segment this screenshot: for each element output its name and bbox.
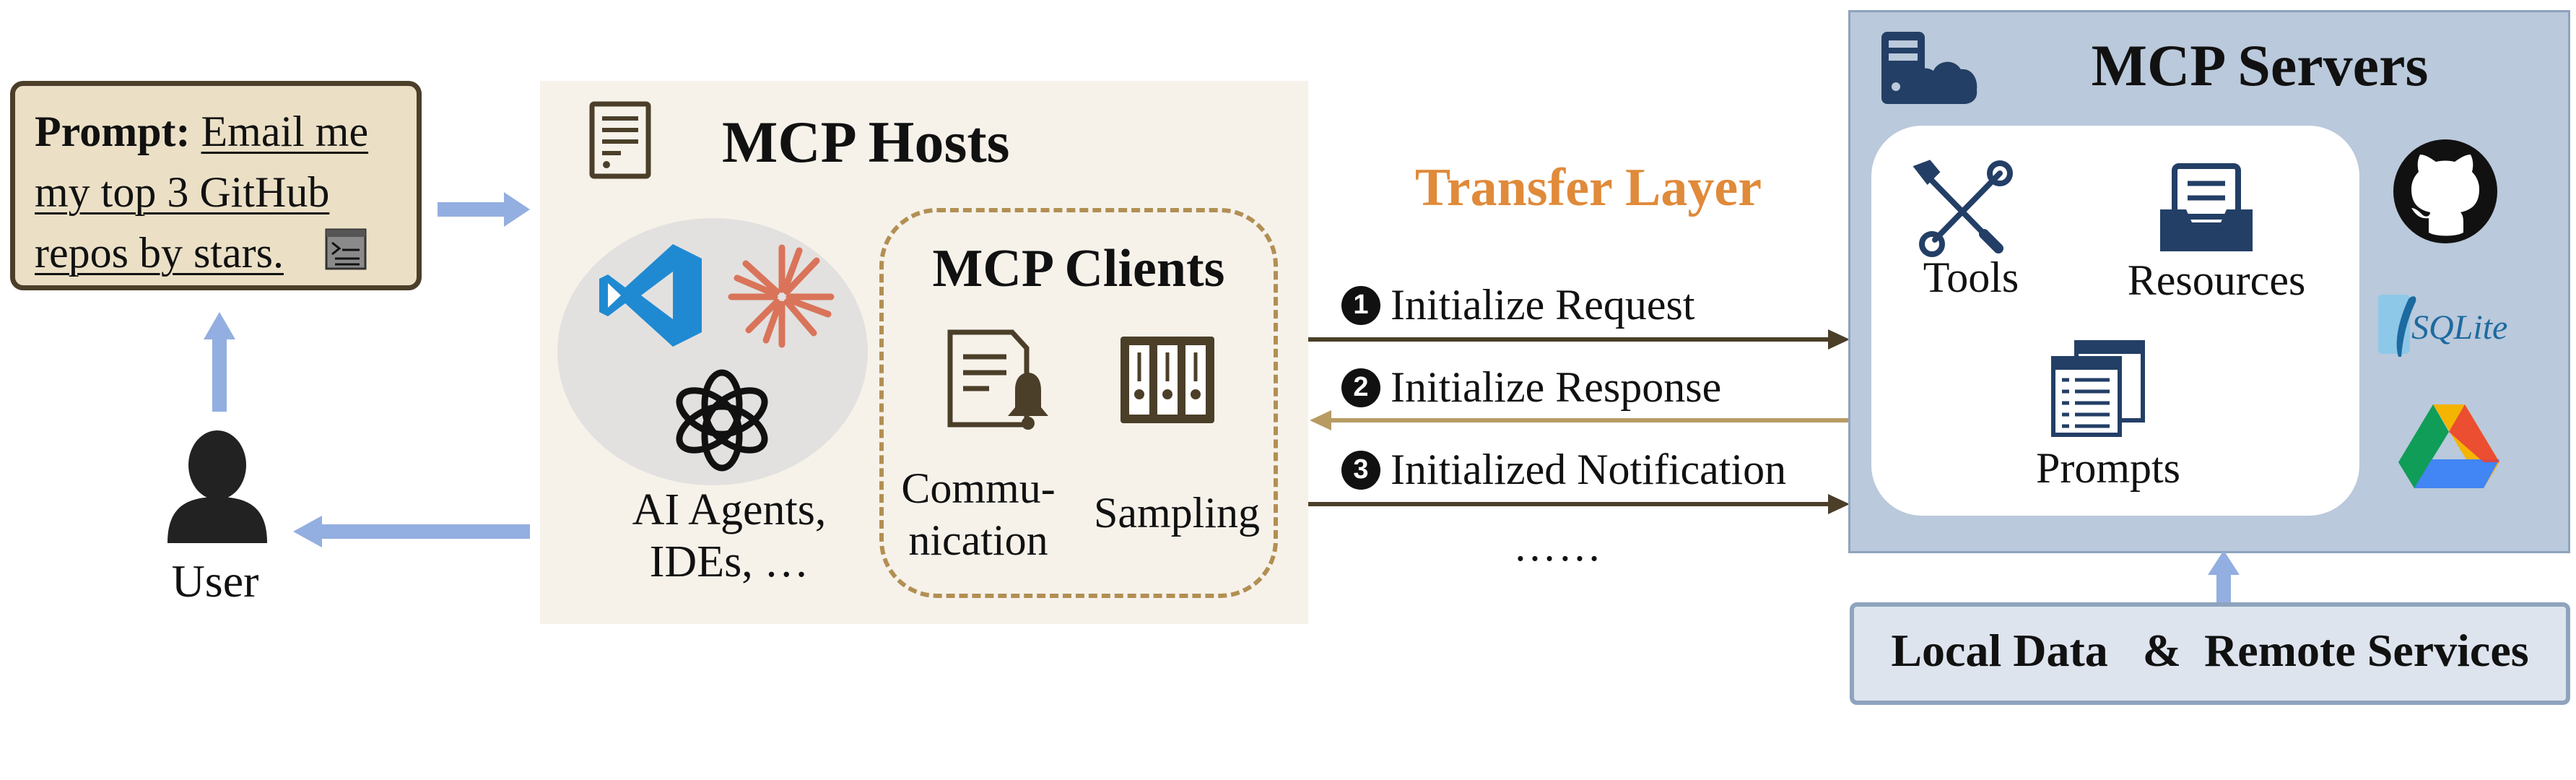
arrow-hosts-to-user [293,516,530,547]
prompt-line-1: Email me [201,108,369,155]
local-data-remote-services-label: Local Data & Remote Services [1891,625,2529,676]
mcp-clients-title: MCP Clients [932,239,1225,298]
mcp-hosts-title: MCP Hosts [722,109,1010,175]
prompt-line-3: repos by stars. [35,229,284,277]
user-icon [167,430,267,543]
step-number-2: 2 [1341,368,1380,407]
arrow-user-to-prompt [204,312,235,412]
prompt-box [10,81,422,290]
google-drive-icon [2398,404,2499,488]
server-capabilities-box [1871,126,2359,516]
communication-line-1: Commu- [901,464,1056,512]
local-data-remote-services-box [1850,602,2570,705]
sqlite-label: SQLite [2411,308,2508,347]
prompt-label: Prompt: [35,108,191,155]
step-label-3: Initialized Notification [1391,446,1787,493]
server-cloud-icon [1881,32,1977,104]
vscode-icon [599,244,702,347]
openai-icon [676,369,768,472]
ai-agents-line-1: AI Agents, [632,485,827,534]
resources-icon [2160,163,2253,251]
mcp-clients-box [879,208,1278,598]
ai-agents-label: AI Agents, IDEs, … [563,484,895,588]
resources-label: Resources [2127,256,2306,304]
prompts-label: Prompts [2035,444,2181,492]
prompts-icon [2051,340,2145,437]
arrow-local-to-servers [2208,550,2240,602]
communication-label: Commu- nication [881,462,1076,566]
prompt-text: Prompt: Email me my top 3 GitHub repos b… [35,101,417,283]
github-icon [2393,139,2497,243]
sampling-files-icon [1121,337,1214,423]
tools-icon [1913,160,2013,257]
document-icon [589,101,651,179]
transfer-layer-title: Transfer Layer [1414,158,1762,217]
arrow-initialize-response [1310,410,1851,430]
ai-agents-line-2: IDEs, … [649,537,809,586]
mcp-servers-title: MCP Servers [2091,32,2429,98]
notification-document-icon [947,329,1048,430]
step-initialize-request: 1 Initialize Request [1341,280,1695,330]
step-label-1: Initialize Request [1391,281,1695,329]
prompt-line-2: my top 3 GitHub [35,168,330,216]
step-number-1: 1 [1341,285,1380,325]
arrow-initialized-notification [1308,494,1850,514]
step-label-2: Initialize Response [1391,363,1722,411]
step-initialize-response: 2 Initialize Response [1341,363,1721,412]
step-initialized-notification: 3 Initialized Notification [1341,445,1786,495]
arrow-prompt-to-hosts [438,192,530,227]
tools-label: Tools [1923,254,2019,301]
more-steps-ellipsis: …… [1513,522,1603,570]
step-number-3: 3 [1341,450,1380,490]
sqlite-icon [2378,295,2416,357]
communication-line-2: nication [908,516,1048,564]
sampling-label: Sampling [1093,489,1260,537]
terminal-icon [325,228,367,270]
user-label: User [171,555,259,607]
arrow-initialize-request [1308,329,1850,350]
claude-icon [728,244,835,348]
